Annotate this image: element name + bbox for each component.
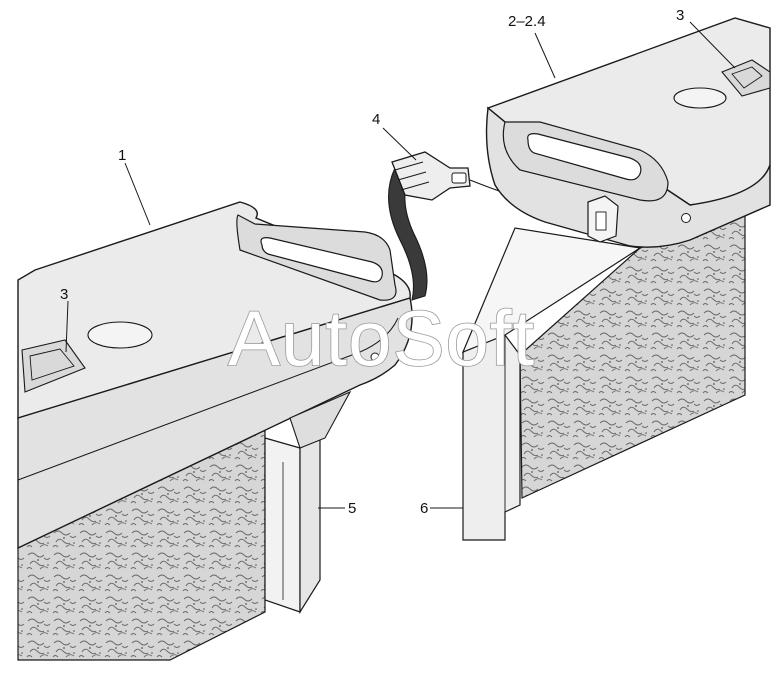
right-panel-socket-slot [595, 211, 607, 231]
left-handle-slot [260, 237, 383, 283]
right-latch-recess-inner [731, 66, 763, 89]
right-latch-recess [721, 59, 771, 97]
right-frame-top-face [461, 227, 642, 354]
connector-plug [391, 151, 471, 201]
profile-wedge [289, 390, 352, 449]
callout-3-right: 3 [676, 7, 684, 24]
left-panel-front [17, 297, 413, 550]
callout-3-left: 3 [60, 286, 68, 303]
center-profile-5 [264, 437, 301, 613]
right-round-recess [673, 87, 727, 109]
connector-plug-pin [451, 172, 467, 184]
callout-1: 1 [118, 147, 126, 164]
right-insulation-block [519, 211, 746, 499]
left-latch-recess-inner [29, 348, 75, 381]
callout-4: 4 [372, 111, 380, 128]
callout-2: 2–2.4 [508, 13, 546, 30]
left-panel-screw [370, 352, 380, 362]
right-handle-slot [527, 133, 642, 181]
callout-5: 5 [348, 500, 356, 517]
connector-ridges [394, 161, 430, 191]
left-round-recess [87, 321, 153, 349]
callout-6: 6 [420, 500, 428, 517]
left-panel-edge-line [17, 317, 399, 481]
right-frame-profile-6 [462, 334, 521, 541]
watermark-text: AutoSoft [228, 294, 535, 382]
left-latch-recess [21, 339, 86, 393]
right-panel-screw [681, 213, 691, 223]
connector-strap [388, 167, 428, 301]
center-profile-5-flange [299, 437, 321, 615]
leader-lines [65, 21, 736, 509]
